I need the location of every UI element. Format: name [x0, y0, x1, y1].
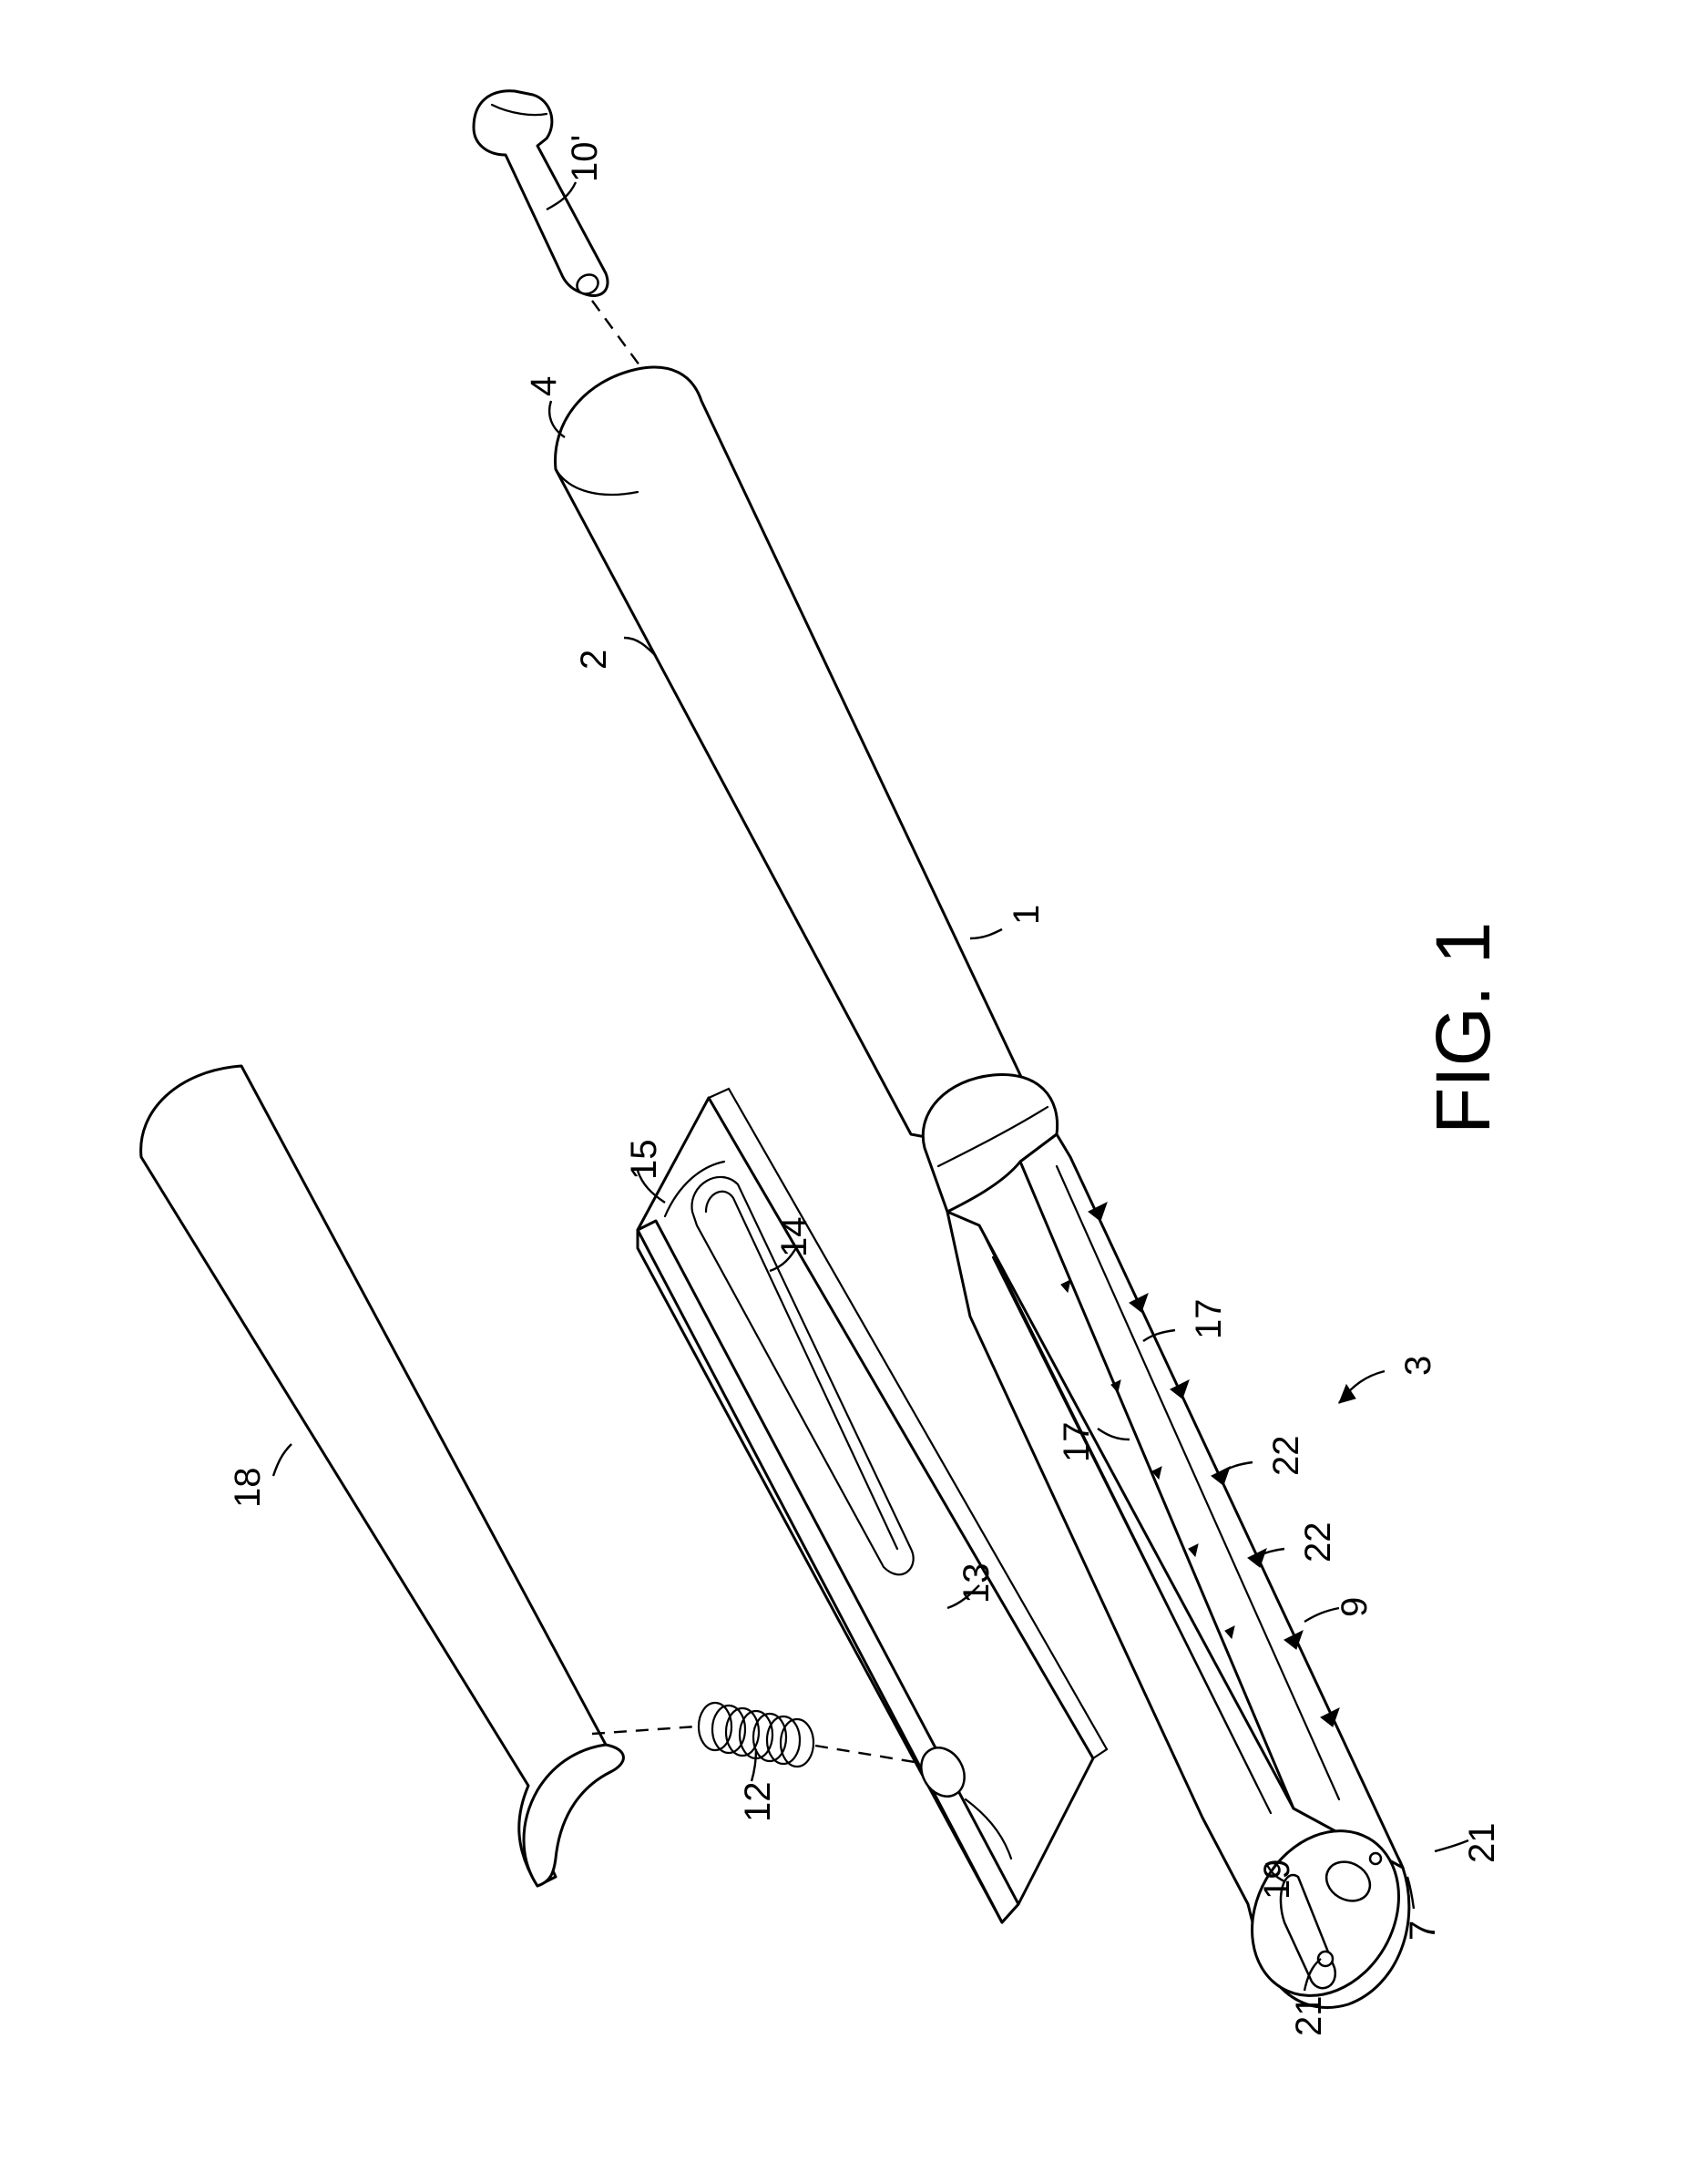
leader-tube: [970, 929, 1002, 938]
label-hole-right: 21: [1462, 1823, 1502, 1864]
label-slider: 15: [624, 1140, 664, 1181]
label-cover: 18: [228, 1468, 268, 1509]
leader-spring: [752, 1749, 756, 1781]
label-tube: 1: [1007, 905, 1047, 925]
pin-part: [474, 91, 608, 298]
label-rail-lower: 17: [1057, 1422, 1097, 1463]
spring-axis-dashed-left: [592, 1726, 697, 1734]
slider-part: [638, 1089, 1107, 1922]
label-rail-upper: 17: [1189, 1299, 1229, 1340]
label-frame: 3: [1398, 1356, 1438, 1376]
label-pin: 10': [565, 135, 605, 182]
label-recess: 19: [1257, 1860, 1297, 1900]
label-slot-bottom: 13: [956, 1563, 997, 1604]
label-spring: 12: [738, 1782, 778, 1823]
label-sleeve: 2: [574, 650, 614, 670]
label-channel: 9: [1335, 1597, 1375, 1617]
label-end-cap: 4: [524, 376, 564, 396]
label-tab-lower: 22: [1298, 1522, 1338, 1563]
spring-axis-dashed-right: [815, 1746, 920, 1763]
figure-title: FIG. 1: [1420, 922, 1506, 1134]
main-tube: [556, 367, 1061, 1162]
label-bore: 7: [1403, 1921, 1443, 1941]
pin-axis-dashed-line: [592, 301, 642, 369]
cover-part: [141, 1066, 624, 1886]
leader-rail-lower: [1098, 1429, 1130, 1439]
leader-cover: [273, 1444, 291, 1476]
label-slot-top: 14: [774, 1217, 814, 1258]
label-tab-upper: 22: [1266, 1436, 1306, 1477]
label-hole-left: 21: [1289, 1996, 1329, 2037]
